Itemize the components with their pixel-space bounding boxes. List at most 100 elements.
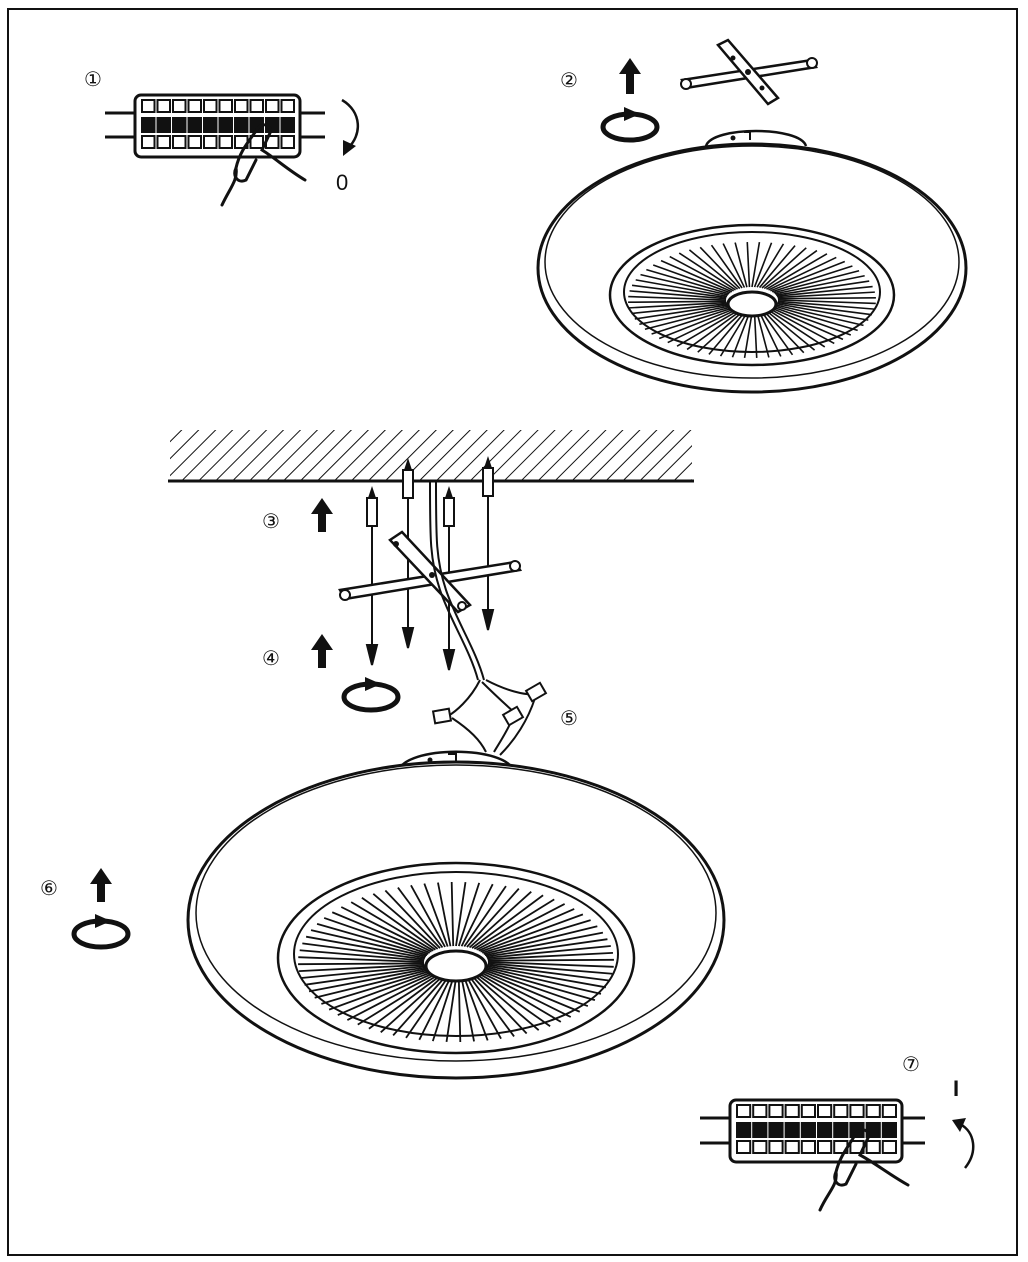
fan-blade-line: [346, 973, 436, 1021]
fan-blade-line: [667, 309, 736, 344]
fan-blade-line: [337, 972, 434, 1016]
fan-blade-line: [478, 908, 575, 952]
fan-blade-line: [304, 966, 427, 986]
terminal-cell: [203, 99, 218, 113]
fan-blade-line: [688, 249, 739, 290]
step-1-label: ①: [84, 67, 102, 91]
fan-blade-line: [734, 242, 748, 288]
fan-blade-line: [631, 284, 727, 299]
terminal-cell: [280, 117, 295, 133]
terminal-cell: [218, 99, 233, 113]
fan-blade-line: [487, 958, 614, 962]
terminal-cell: [752, 1104, 768, 1118]
fan-blade-line: [316, 923, 428, 957]
fan-blade-line: [776, 285, 873, 298]
fan-blade-line: [484, 931, 604, 957]
terminal-cell: [203, 117, 218, 133]
fan-blade-line: [743, 312, 753, 359]
fan-blade-line: [697, 311, 743, 353]
fan-blade-line: [629, 290, 727, 300]
fan-blade-line: [368, 975, 441, 1030]
terminal-cell: [234, 99, 249, 113]
fan-blade-line: [652, 264, 731, 294]
fan-blade-line: [763, 310, 805, 354]
rotate-down-arrow-icon: [341, 98, 360, 156]
terminal-cell: [736, 1104, 752, 1118]
fan-blade-line: [773, 269, 860, 294]
fan-blade-line: [350, 901, 434, 952]
terminal-cell: [280, 135, 295, 149]
terminal-cell: [800, 1104, 816, 1118]
fan-blade-line: [658, 308, 734, 340]
ceiling-fan-bottom: [186, 750, 726, 1080]
terminal-cell: [736, 1122, 752, 1138]
fan-blade-line: [298, 963, 425, 973]
terminal-cell: [172, 99, 187, 113]
fan-blade-line: [478, 972, 562, 1023]
fan-blade-line: [776, 302, 869, 321]
terminal-cell: [865, 1140, 881, 1154]
fan-blade-line: [775, 304, 864, 327]
rotate-arrow-icon: [341, 677, 401, 713]
terminal-cell: [817, 1122, 833, 1138]
fan-blade-line: [758, 312, 782, 357]
fan-blade-line: [731, 312, 751, 358]
fan-blade-line: [722, 243, 746, 288]
up-arrow-icon: [311, 634, 333, 668]
wire-connectors: [431, 679, 548, 756]
fan-blade-line: [628, 295, 727, 301]
fan-blade-line: [771, 307, 844, 341]
fan-blade-line: [380, 975, 444, 1034]
fan-blade-line: [323, 917, 429, 955]
fan-blade-line: [460, 883, 494, 947]
fan-blade-line: [299, 949, 425, 962]
step-3-label: ③: [262, 509, 280, 533]
terminal-cell: [203, 135, 218, 149]
terminal-cell: [141, 117, 156, 133]
terminal-cell: [218, 135, 233, 149]
fan-blade-line: [372, 893, 439, 950]
fan-blade-line: [768, 256, 837, 291]
fan-blade-line: [486, 945, 611, 959]
step-7-label: ⑦: [902, 1052, 920, 1076]
fan-blade-line: [763, 249, 818, 290]
fan-blade-line: [466, 888, 520, 948]
fan-blade-line: [758, 245, 796, 289]
fan-blade-line: [466, 976, 502, 1040]
fan-blade-line: [669, 255, 734, 292]
fan-blade-line: [476, 903, 566, 951]
fan-blade-line: [485, 966, 602, 995]
terminal-cell: [156, 99, 171, 113]
terminal-cell: [752, 1122, 768, 1138]
fan-blade-line: [771, 265, 853, 293]
fan-blade-line: [481, 919, 591, 954]
fan-blade-line: [384, 889, 441, 949]
supply-cable: [429, 481, 485, 681]
fan-blade-line: [634, 304, 729, 320]
fan-blade-line: [487, 961, 614, 968]
terminal-cell: [849, 1104, 865, 1118]
fan-blade-line: [423, 883, 449, 947]
fan-blade-line: [719, 312, 748, 357]
fan-blade-line: [651, 307, 733, 335]
up-arrow-icon: [619, 58, 641, 94]
fan-blade-line: [773, 306, 852, 336]
hand-icon: [220, 123, 307, 207]
fan-blade-line: [761, 247, 807, 289]
terminal-cell: [800, 1140, 816, 1154]
fan-blade-line: [751, 241, 761, 288]
fan-blade-line: [628, 300, 727, 304]
terminal-cell: [784, 1122, 800, 1138]
fan-blade-line: [660, 259, 733, 293]
rotate-up-arrow-icon: [952, 1118, 975, 1169]
fan-blade-line: [321, 970, 431, 1005]
fan-blade-line: [340, 906, 432, 953]
fan-blade-line: [644, 306, 731, 331]
terminal-cell: [752, 1140, 768, 1154]
rotate-arrow-icon: [600, 107, 660, 143]
fan-blade-line: [397, 887, 444, 949]
switch-off-label: 0: [336, 170, 348, 195]
fan-blade-line: [471, 975, 528, 1035]
terminal-cell: [234, 117, 249, 133]
